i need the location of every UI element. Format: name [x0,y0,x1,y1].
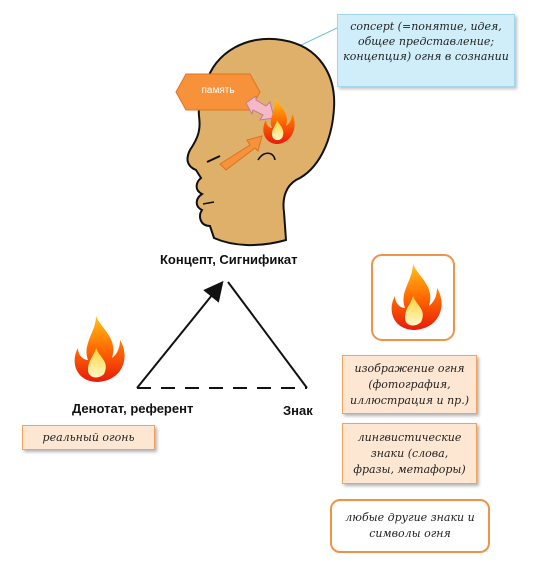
linguistic-line-2: знаки (слова, [370,447,449,460]
concept-label: Концепт, Сигнификат [160,252,298,267]
other-symbols-line-1: любые другие знаки и [345,511,475,524]
memory-label: память [176,74,260,110]
fire-image-box: изображение огня (фотография, иллюстраци… [342,355,477,414]
triangle-left-side [136,280,224,389]
real-fire-box: реальный огонь [22,425,155,450]
fire-image-line-2: (фотография, [368,378,451,391]
linguistic-signs-box: лингвистические знаки (слова, фразы, мет… [342,423,477,484]
real-fire-icon [74,316,125,382]
callout-line-2: общее представление; [357,35,495,48]
linguistic-line-1: лингвистические [357,431,462,444]
denotat-label: Денотат, референт [72,401,194,416]
memory-hexagon [175,73,261,111]
concept-callout: concept (=понятие, идея, общее представл… [337,14,515,87]
callout-line-1: concept (=понятие, идея, [350,20,502,33]
triangle-right-side [227,281,308,389]
head-fire-icon [263,98,295,144]
fire-image-line-1: изображение огня [354,362,465,375]
memory-label-text: память [201,85,235,96]
sign-label: Знак [283,403,313,418]
other-symbols-line-2: символы огня [369,527,451,540]
callout-line-3: концепция) огня в сознании [343,50,509,63]
ear-line [257,152,276,161]
mouth-line [202,201,215,205]
eye-line [206,155,221,163]
other-symbols-box: любые другие знаки и символы огня [330,499,490,553]
fire-image-line-3: иллюстрация и пр.) [349,394,469,407]
linguistic-line-3: фразы, метафоры) [353,463,466,476]
fire-image-icon [391,264,442,330]
perception-arrow [219,135,263,171]
real-fire-text: реальный огонь [42,431,135,444]
